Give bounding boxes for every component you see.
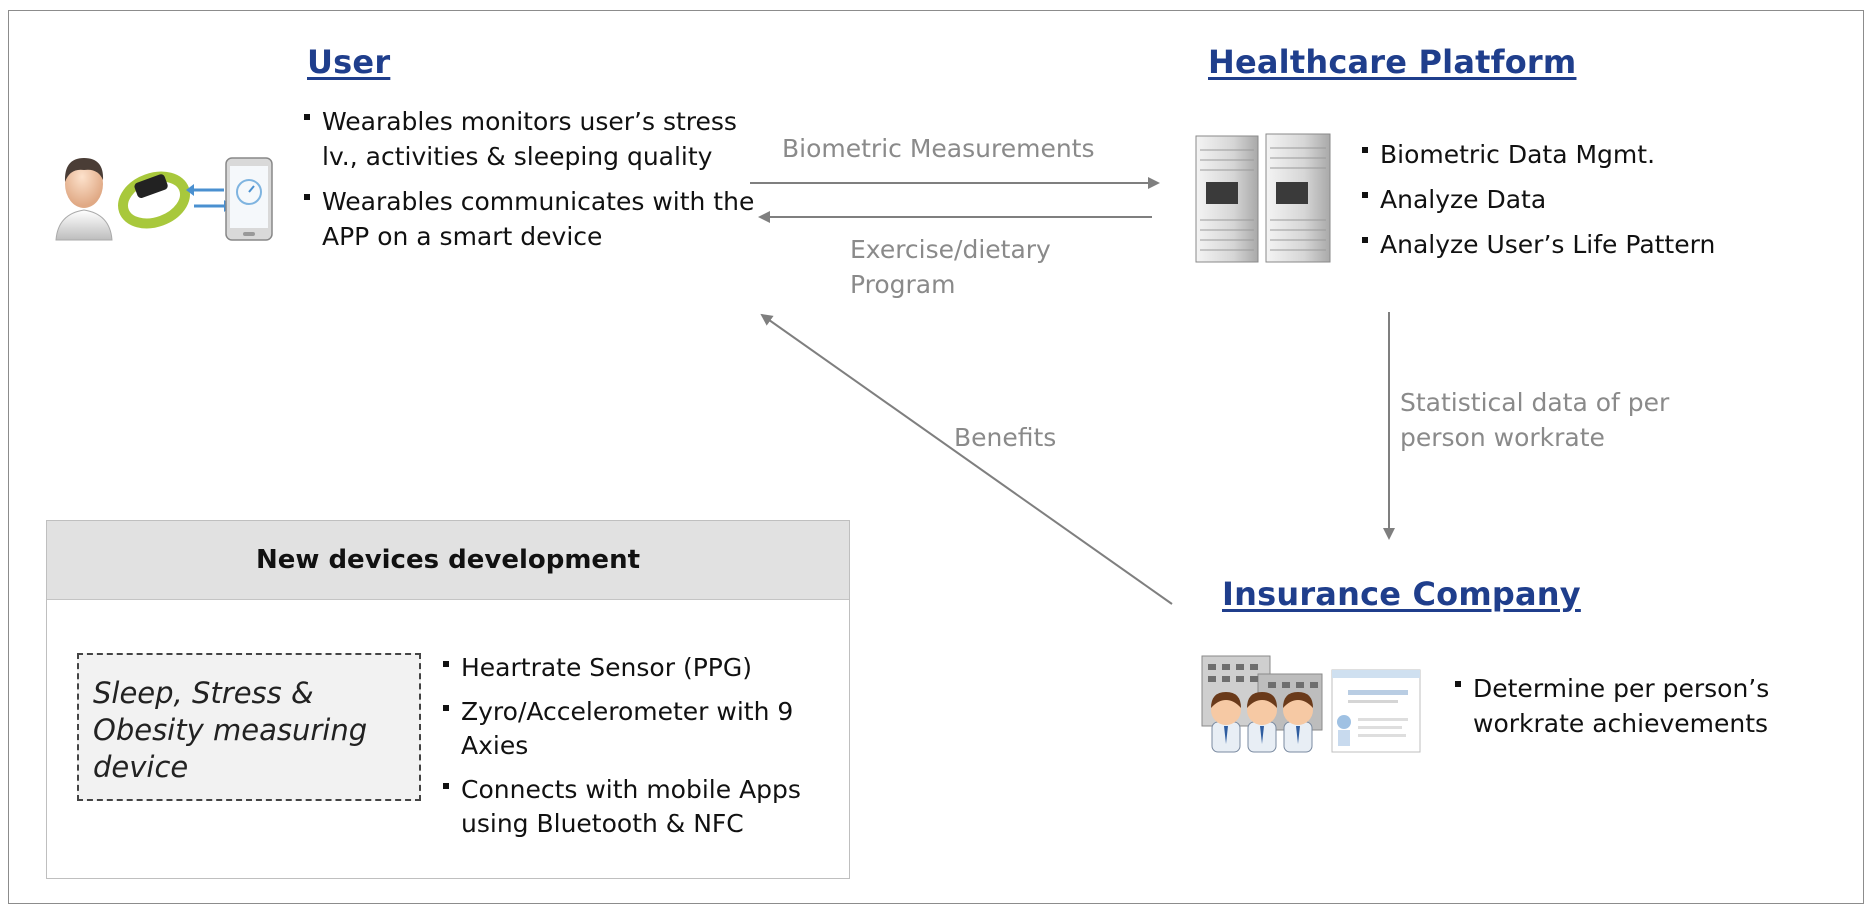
insurance-bullets: Determine per person’s workrate achievem… — [1455, 671, 1785, 751]
platform-heading: Healthcare Platform — [1208, 43, 1577, 81]
person-avatar-icon — [55, 158, 113, 241]
user-heading: User — [307, 43, 391, 81]
biometric-label: Biometric Measurements — [782, 134, 1095, 163]
diagram-frame — [8, 10, 1864, 904]
server-rack-icon — [1192, 130, 1334, 266]
staff-people-icon — [1211, 692, 1313, 753]
user-bullets: Wearables monitors user’s stress lv., ac… — [304, 104, 774, 264]
document-page-icon — [1331, 669, 1421, 753]
user-device-icons — [54, 152, 274, 242]
new-devices-header: New devices development — [47, 521, 849, 600]
benefits-arrow — [760, 313, 1173, 605]
platform-bullet: Analyze User’s Life Pattern — [1362, 227, 1762, 262]
exercise-label: Exercise/dietary Program — [850, 235, 1051, 299]
insurance-bullet: Determine per person’s workrate achievem… — [1455, 671, 1785, 741]
insurance-heading: Insurance Company — [1222, 575, 1581, 613]
platform-bullet: Biometric Data Mgmt. — [1362, 137, 1762, 172]
platform-bullets: Biometric Data Mgmt. Analyze Data Analyz… — [1362, 137, 1762, 272]
device-features: Heartrate Sensor (PPG) Zyro/Acceleromete… — [443, 651, 843, 851]
insurance-icons — [1198, 648, 1424, 756]
device-feature: Connects with mobile Apps using Bluetoot… — [443, 773, 843, 841]
device-feature: Zyro/Accelerometer with 9 Axies — [443, 695, 843, 763]
new-devices-panel: New devices development Sleep, Stress & … — [46, 520, 850, 879]
benefits-label: Benefits — [954, 423, 1057, 452]
user-bullet: Wearables monitors user’s stress lv., ac… — [304, 104, 774, 174]
fitness-band-icon — [118, 171, 190, 229]
platform-bullet: Analyze Data — [1362, 182, 1762, 217]
sync-arrows-icon — [186, 184, 232, 212]
statistical-label: Statistical data of per person workrate — [1400, 388, 1670, 452]
measuring-device-box: Sleep, Stress & Obesity measuring device — [77, 653, 421, 801]
smartphone-icon — [225, 157, 273, 241]
device-feature: Heartrate Sensor (PPG) — [443, 651, 843, 685]
user-bullet: Wearables communicates with the APP on a… — [304, 184, 774, 254]
